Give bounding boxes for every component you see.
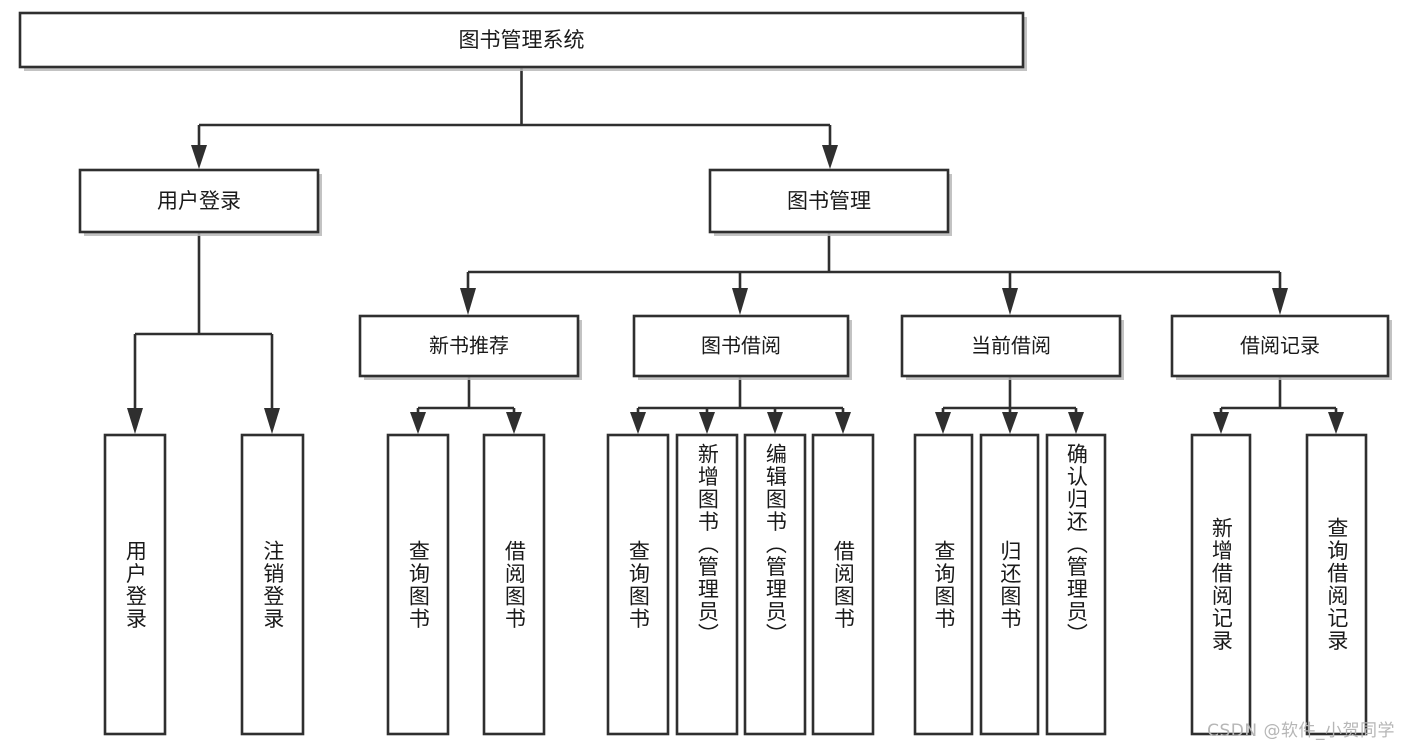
arrowhead-to-leaf-query-book-1: [410, 412, 426, 434]
node-user-login-box[interactable]: [78, 168, 320, 234]
node-borrow-record[interactable]: 借阅记录: [1170, 314, 1392, 380]
node-book-manage-box[interactable]: [708, 168, 950, 234]
leaf-box-edit-book[interactable]: [743, 433, 807, 736]
connector-bookmanage-to-level2: [466, 232, 1282, 290]
leaf-box-user-logout[interactable]: [240, 433, 305, 736]
leaf-box-add-borrow-record[interactable]: [1190, 433, 1252, 736]
node-root[interactable]: 图书管理系统: [18, 11, 1027, 71]
arrowhead-to-borrow-record: [1272, 288, 1288, 315]
leaf-box-query-book-3[interactable]: [913, 433, 974, 736]
node-book-borrow[interactable]: 图书借阅: [632, 314, 852, 380]
node-new-book-recommend[interactable]: 新书推荐: [358, 314, 582, 380]
arrowhead-to-current-borrow: [1002, 288, 1018, 315]
node-root-box[interactable]: [18, 11, 1025, 69]
arrowhead-to-leaf-query-book-3: [935, 412, 951, 434]
leaf-box-add-book[interactable]: [675, 433, 739, 736]
leaf-box-borrow-book-2[interactable]: [811, 433, 875, 736]
connector-bookborrow-to-leaves: [636, 376, 845, 418]
node-current-borrow[interactable]: 当前借阅: [900, 314, 1124, 380]
watermark-label: CSDN @软件_小贺同学: [1207, 721, 1395, 741]
connector-borrowrecord-to-leaves: [1219, 376, 1338, 418]
arrowhead-to-leaf-query-book-2: [630, 412, 646, 434]
leaf-box-query-book-1[interactable]: [386, 433, 450, 736]
arrowhead-to-leaf-return-book: [1002, 412, 1018, 434]
arrowhead-to-leaf-user-logout: [264, 408, 280, 434]
node-current-borrow-box[interactable]: [900, 314, 1122, 378]
node-book-borrow-box[interactable]: [632, 314, 850, 378]
leaf-box-query-book-2[interactable]: [606, 433, 670, 736]
arrowhead-to-user-login: [191, 145, 207, 169]
leaf-box-borrow-book-1[interactable]: [482, 433, 546, 736]
node-borrow-record-label: 借阅记录: [1240, 334, 1320, 358]
leaf-box-layer: [103, 433, 1368, 736]
node-new-book-recommend-label: 新书推荐: [429, 334, 509, 358]
leaf-box-confirm-return[interactable]: [1045, 433, 1107, 736]
connector-root-to-level1: [197, 67, 832, 150]
node-current-borrow-label: 当前借阅: [971, 334, 1051, 358]
arrowhead-to-leaf-edit-book: [767, 412, 783, 434]
leaf-box-user-login[interactable]: [103, 433, 167, 736]
connector-currentborrow-to-leaves: [941, 376, 1078, 418]
node-book-manage[interactable]: 图书管理: [708, 168, 952, 236]
arrowhead-to-leaf-borrow-book-1: [506, 412, 522, 434]
connector-newbook-to-leaves: [416, 376, 516, 418]
arrowhead-to-new-book-recommend: [460, 288, 476, 315]
node-book-manage-label: 图书管理: [787, 189, 871, 213]
node-user-login-label: 用户登录: [157, 189, 241, 213]
leaf-box-return-book[interactable]: [979, 433, 1040, 736]
arrowhead-to-leaf-user-login: [127, 408, 143, 434]
arrowhead-to-leaf-add-book: [699, 412, 715, 434]
node-new-book-recommend-box[interactable]: [358, 314, 580, 378]
arrowhead-to-leaf-query-borrow-record: [1328, 412, 1344, 434]
node-root-label: 图书管理系统: [459, 28, 585, 52]
connector-userlogin-to-leaves: [133, 232, 274, 412]
arrowhead-to-leaf-borrow-book-2: [835, 412, 851, 434]
leaf-box-query-borrow-record[interactable]: [1305, 433, 1368, 736]
arrowhead-to-leaf-confirm-return: [1068, 412, 1084, 434]
node-user-login[interactable]: 用户登录: [78, 168, 322, 236]
arrowhead-to-leaf-add-borrow-record: [1213, 412, 1229, 434]
node-book-borrow-label: 图书借阅: [701, 334, 781, 358]
arrowhead-to-book-manage: [822, 145, 838, 169]
node-borrow-record-box[interactable]: [1170, 314, 1390, 378]
arrowhead-to-book-borrow: [732, 288, 748, 315]
connector-layer: [127, 67, 1344, 434]
